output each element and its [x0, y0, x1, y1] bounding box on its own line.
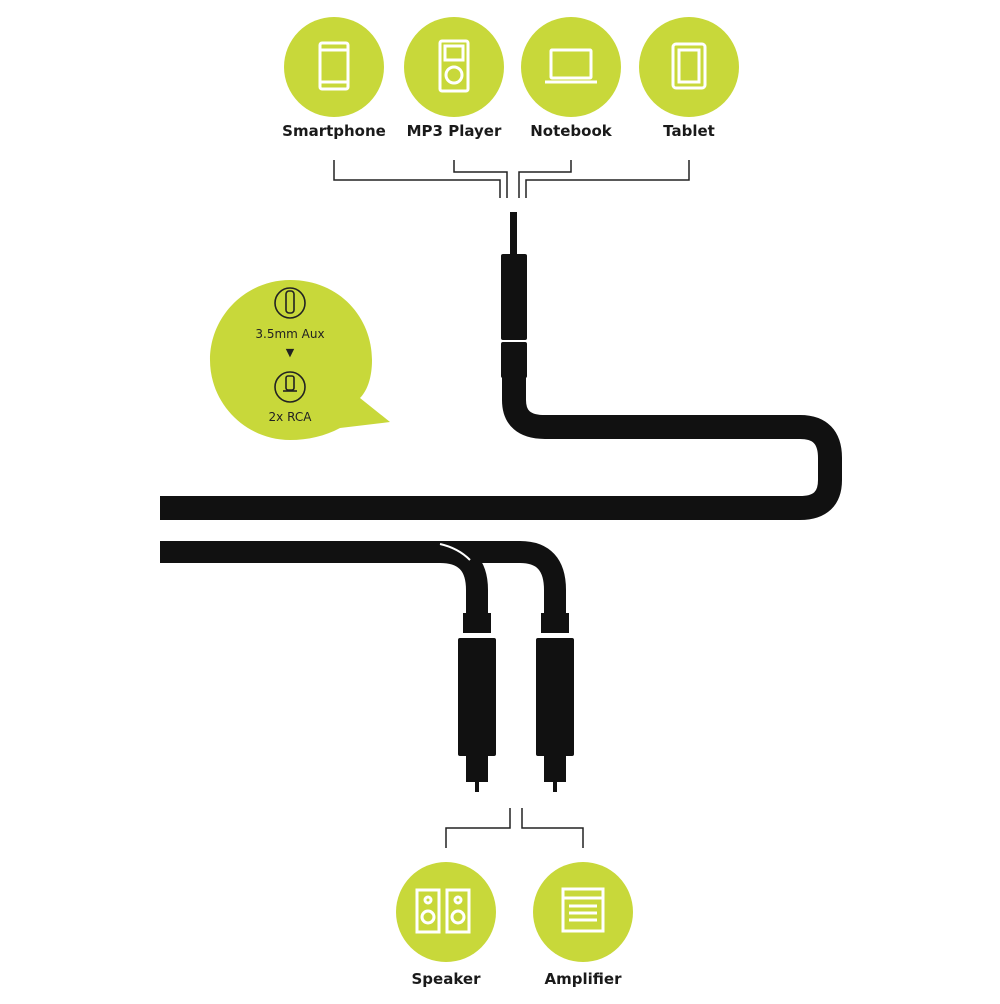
source-label-smartphone: Smartphone: [282, 122, 386, 140]
notebook-icon: [545, 48, 597, 84]
aux-plug: [501, 212, 527, 378]
smartphone-icon: [318, 41, 350, 91]
source-mp3-player: [404, 17, 504, 117]
badge-arrow: ▼: [285, 346, 295, 359]
source-label-mp3-player: MP3 Player: [406, 122, 502, 140]
source-smartphone: [284, 17, 384, 117]
mp3-player-icon: [438, 39, 470, 93]
rca-plug-left: [458, 613, 496, 792]
main-cable: [160, 375, 842, 520]
output-brackets: [445, 808, 584, 848]
source-label-notebook: Notebook: [530, 122, 612, 140]
source-label-tablet: Tablet: [663, 122, 715, 140]
amplifier-icon: [561, 887, 605, 933]
aux-plug-icon: [274, 287, 306, 319]
output-amplifier: [533, 862, 633, 962]
source-tablet: [639, 17, 739, 117]
rca-plug-right: [536, 613, 574, 792]
speaker-icon: [415, 888, 471, 934]
rca-cable-left: [160, 541, 488, 620]
rca-plug-icon: [274, 371, 306, 403]
badge-from-label: 3.5mm Aux: [255, 327, 325, 341]
rca-cable-right: [440, 541, 566, 620]
source-notebook: [521, 17, 621, 117]
tablet-icon: [671, 42, 707, 90]
adapter-badge: [210, 280, 390, 440]
output-label-amplifier: Amplifier: [544, 970, 622, 988]
output-speaker: [396, 862, 496, 962]
output-label-speaker: Speaker: [411, 970, 481, 988]
source-brackets: [333, 160, 690, 198]
badge-to-label: 2x RCA: [268, 410, 312, 424]
